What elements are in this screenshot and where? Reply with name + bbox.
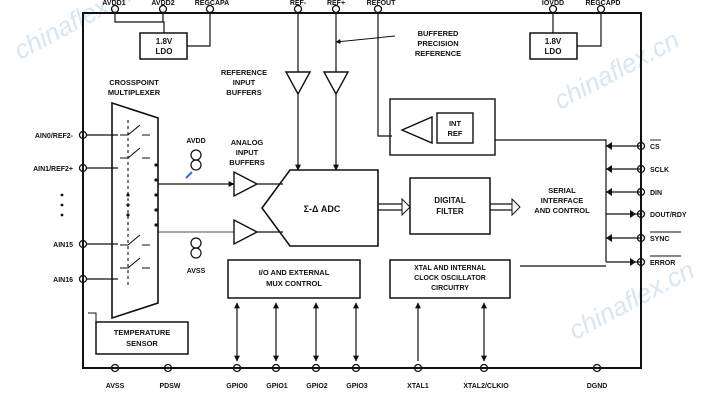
pin-label-avdd2: AVDD2 — [151, 0, 174, 7]
buffered-ref-label-3: REFERENCE — [415, 49, 461, 58]
buffered-ref-label-1: BUFFERED — [418, 29, 459, 38]
analog-buffers-label-2: INPUT — [236, 148, 259, 157]
watermark: chinaflex.cn — [549, 24, 684, 115]
pin-label-error: ERROR — [650, 260, 675, 267]
ref-minus-buffer — [284, 71, 312, 96]
int-ref-buffer — [400, 115, 433, 145]
gpio-label-2: MUX CONTROL — [266, 279, 322, 288]
gpio-label-1: I/O AND EXTERNAL — [259, 268, 330, 277]
digital-filter-label-1: DIGITAL — [434, 196, 466, 205]
crosspoint-multiplexer — [111, 101, 159, 320]
mux-switches — [120, 120, 150, 285]
pin-label-sclk: SCLK — [650, 167, 669, 174]
pin-label-ain0: AIN0/REF2- — [35, 133, 74, 140]
internal-reference-block — [389, 98, 496, 156]
xtal-label-1: XTAL AND INTERNAL — [414, 265, 487, 272]
analog-buffer-positive — [233, 170, 259, 198]
crosspoint-label-1: CROSSPOINT — [109, 78, 159, 87]
ref-buffers-label-2: INPUT — [233, 78, 256, 87]
ref-buffers-label-3: BUFFERS — [226, 88, 261, 97]
sigma-delta-adc — [261, 169, 379, 247]
pin-label-gpio1: GPIO1 — [266, 383, 288, 390]
temperature-sensor-block — [95, 321, 189, 355]
ref-plus-buffer — [322, 71, 350, 96]
xtal-oscillator-block — [389, 259, 511, 299]
watermark: chinaflex.cn — [9, 0, 144, 65]
top-pin-labels: AVDD1 AVDD2 REGCAPA REF- REF+ REFOUT IOV… — [102, 0, 620, 7]
int-ref-label-1: INT — [449, 119, 462, 128]
pin-label-avdd1: AVDD1 — [102, 0, 125, 7]
pin-label-pdsw: PDSW — [160, 383, 181, 390]
buffered-ref-label-2: PRECISION — [417, 39, 458, 48]
pin-label-ain16: AIN16 — [53, 277, 73, 284]
xtal-label-3: CIRCUITRY — [431, 285, 469, 292]
pin-label-xtal1: XTAL1 — [407, 383, 429, 390]
pin-label-din: DIN — [650, 190, 662, 197]
avss-current-source — [190, 237, 202, 249]
pin-label-regcapd: REGCAPD — [585, 0, 620, 7]
analog-buffer-negative — [233, 218, 259, 246]
pin-label-sync: SYNC — [650, 236, 669, 243]
avdd-internal-label: AVDD — [186, 138, 205, 145]
digital-filter-label-2: FILTER — [436, 207, 464, 216]
int-ref-box — [436, 112, 474, 144]
serial-label-2: INTERFACE — [541, 196, 584, 205]
pin-label-refout: REFOUT — [367, 0, 397, 7]
temp-label-1: TEMPERATURE — [114, 328, 171, 337]
pin-label-ref-minus: REF- — [290, 0, 307, 7]
analog-buffers-label-3: BUFFERS — [229, 158, 264, 167]
watermark: chinaflex.cn — [564, 254, 699, 345]
pin-label-cs: CS — [650, 144, 660, 151]
pin-label-regcapa: REGCAPA — [195, 0, 229, 7]
serial-label-3: AND CONTROL — [534, 206, 590, 215]
mux-dots — [60, 163, 158, 227]
avss-internal-label: AVSS — [187, 268, 206, 275]
gpio-mux-control-block — [227, 259, 361, 299]
pin-label-ref-plus: REF+ — [327, 0, 345, 7]
active-low-bars — [650, 139, 681, 257]
ref-buffers-label-1: REFERENCE — [221, 68, 267, 77]
bottom-pins — [110, 363, 602, 373]
pin-label-dout-rdy: DOUT/RDY — [650, 212, 687, 219]
pin-label-dgnd: DGND — [587, 383, 608, 390]
pin-label-gpio2: GPIO2 — [306, 383, 328, 390]
chip-outline — [82, 12, 642, 369]
digital-ldo-label-1: 1.8V — [545, 37, 562, 46]
pin-label-iovdd: IOVDD — [542, 0, 564, 7]
bias-marker — [185, 171, 193, 179]
pin-label-gpio0: GPIO0 — [226, 383, 248, 390]
pin-label-gpio3: GPIO3 — [346, 383, 368, 390]
crosspoint-label-2: MULTIPLEXER — [108, 88, 161, 97]
int-ref-label-2: REF — [448, 129, 463, 138]
top-pins — [110, 4, 606, 14]
left-pins — [78, 130, 118, 284]
digital-filter-block — [409, 177, 491, 235]
digital-ldo-label-2: LDO — [545, 47, 562, 56]
pin-label-ain15: AIN15 — [53, 242, 73, 249]
pin-label-xtal2-clkio: XTAL2/CLKIO — [463, 383, 509, 390]
xtal-label-2: CLOCK OSCILLATOR — [414, 275, 486, 282]
right-pins — [636, 141, 646, 267]
analog-buffers-label-1: ANALOG — [231, 138, 264, 147]
avdd-current-source — [190, 149, 202, 161]
adc-label: Σ-Δ ADC — [304, 204, 341, 214]
temp-label-2: SENSOR — [126, 339, 158, 348]
pin-label-ain1: AIN1/REF2+ — [33, 166, 73, 173]
analog-ldo-label-1: 1.8V — [156, 37, 173, 46]
analog-ldo-label-2: LDO — [156, 47, 173, 56]
pin-label-avss: AVSS — [106, 383, 125, 390]
serial-label-1: SERIAL — [548, 186, 576, 195]
